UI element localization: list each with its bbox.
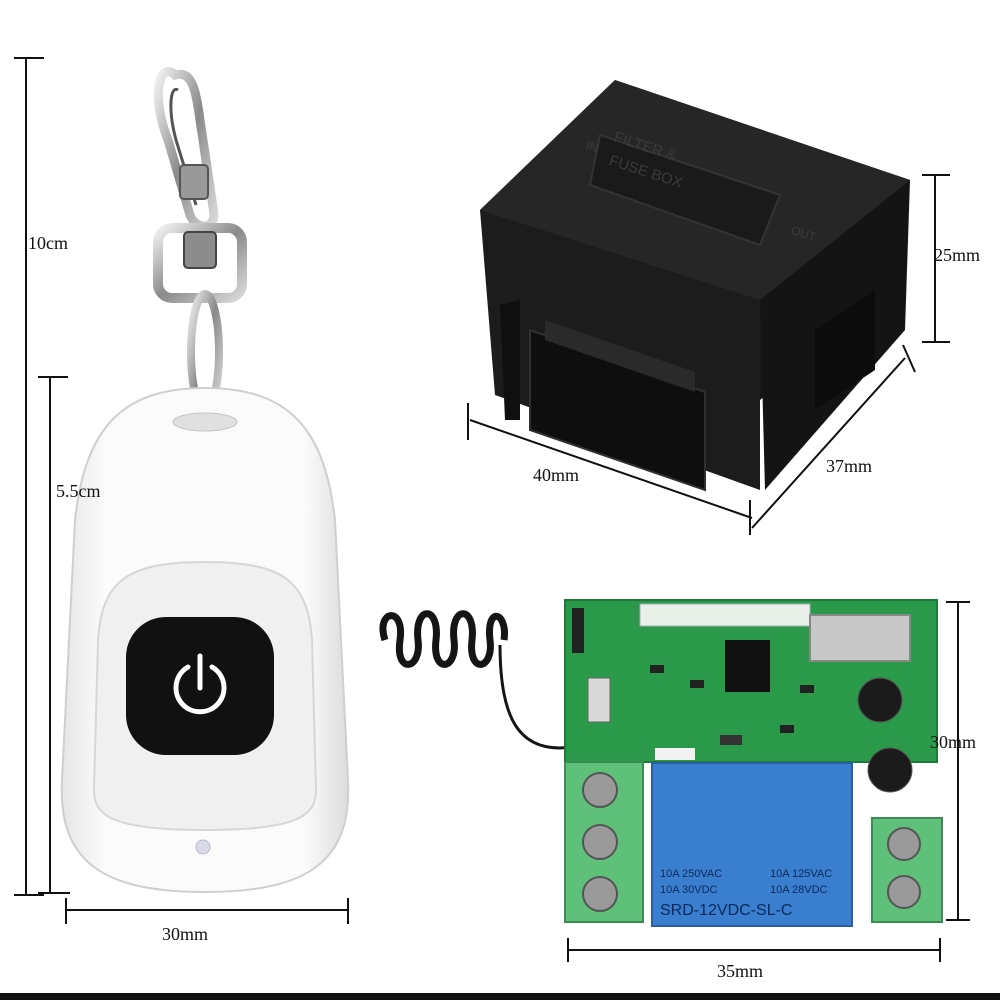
relay: 10A 250VAC 10A 125VAC 10A 30VDC 10A 28VD…	[651, 762, 853, 927]
board-height-dimension	[946, 601, 970, 921]
label-board-width: 35mm	[717, 961, 764, 981]
antenna-coil	[379, 610, 641, 750]
relay-text-2b: 10A 28VDC	[770, 884, 828, 896]
label-case-width: 40mm	[533, 465, 580, 485]
label-remote-total-height: 10cm	[28, 233, 68, 253]
keychain-clip	[153, 67, 247, 414]
terminal-block-left	[564, 761, 644, 923]
label-case-depth: 37mm	[826, 456, 873, 476]
board-width-dimension	[567, 938, 941, 962]
relay-text-1a: 10A 250VAC	[660, 868, 722, 880]
rf-shield	[639, 603, 811, 627]
label-case-height: 25mm	[934, 245, 981, 265]
case-height-dimension	[922, 174, 950, 343]
jumper	[572, 608, 584, 653]
crystal-oscillator	[809, 614, 911, 662]
chip	[725, 640, 770, 692]
capacitor-1	[857, 677, 903, 723]
remote-total-height-dimension	[14, 57, 44, 896]
case-marking-in: IN	[584, 138, 600, 155]
remote-control	[60, 386, 350, 894]
bottom-border	[0, 993, 1000, 1000]
terminal-block-right	[871, 817, 943, 923]
case-depth-dimension	[751, 344, 916, 529]
sw-button	[587, 677, 611, 723]
black-enclosure: FILTER & FUSE BOX IN OUT	[480, 80, 910, 492]
relay-model: SRD-12VDC-SL-C	[660, 902, 792, 919]
label-remote-body-height: 5.5cm	[56, 481, 101, 501]
remote-width-dimension	[65, 898, 349, 924]
capacitor-2	[867, 747, 913, 793]
case-width-dimension	[467, 403, 753, 535]
remote-body-height-dimension	[38, 376, 70, 894]
power-icon	[173, 653, 227, 715]
relay-text-1b: 10A 125VAC	[770, 868, 832, 880]
indicator-led	[195, 839, 211, 855]
label-board-height: 30mm	[930, 732, 977, 752]
relay-text-2a: 10A 30VDC	[660, 884, 718, 896]
label-remote-width: 30mm	[162, 924, 209, 944]
